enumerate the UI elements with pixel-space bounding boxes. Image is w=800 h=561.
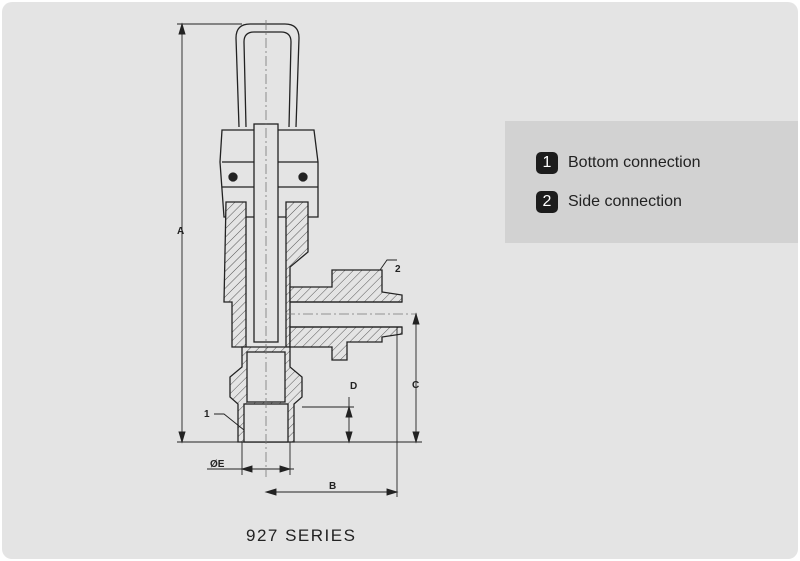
callout-bottom-connection: 1	[204, 409, 210, 420]
dimension-label-group: A B C D ØE 2 1	[177, 226, 419, 492]
figure-caption: 927 SERIES	[246, 526, 357, 545]
side-branch-upper	[289, 269, 403, 303]
dimension-label-c: C	[412, 380, 419, 391]
legend-panel: 1 Bottom connection 2 Side connection	[505, 121, 798, 243]
dimension-label-d: D	[350, 381, 357, 392]
legend-label: Bottom connection	[568, 154, 701, 171]
legend-badge: 1	[536, 152, 558, 174]
handle-loop-inner	[243, 31, 292, 128]
legend-badge: 2	[536, 191, 558, 213]
body-wall-right	[285, 201, 309, 348]
seal-left	[228, 172, 238, 182]
handle-loop	[235, 23, 300, 128]
dimension-label-b: B	[329, 481, 336, 492]
valve-body-outline	[219, 23, 403, 443]
dimension-label-a: A	[177, 226, 184, 237]
side-branch-lower	[289, 326, 403, 361]
center-lines	[265, 20, 417, 477]
dimension-label-e: ØE	[210, 459, 225, 470]
body-wall-left	[223, 201, 247, 348]
seal-right	[298, 172, 308, 182]
legend-item-side-connection: 2 Side connection	[536, 191, 682, 213]
callout-side-connection: 2	[395, 264, 401, 275]
legend-label: Side connection	[568, 193, 682, 210]
legend-item-bottom-connection: 1 Bottom connection	[536, 152, 701, 174]
dimension-lines	[177, 22, 422, 497]
